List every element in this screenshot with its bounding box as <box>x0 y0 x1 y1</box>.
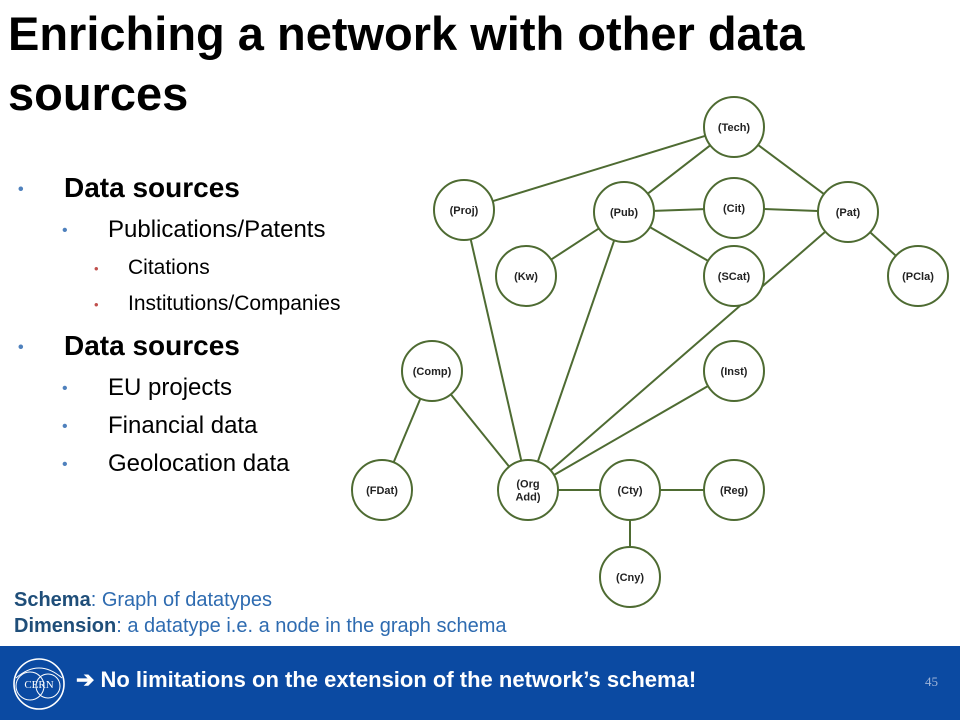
bullet-text: Geolocation data <box>108 450 290 477</box>
schema-note: Schema: Graph of datatypes Dimension: a … <box>14 587 507 639</box>
bullet-text: Data sources <box>64 330 240 361</box>
page-number: 45 <box>925 674 938 689</box>
bullet-item: • EU projects <box>62 374 233 402</box>
graph-node-reg: (Reg) <box>703 459 765 521</box>
bullet-item: • Citations <box>94 256 210 280</box>
footer-message: ➔No limitations on the extension of the … <box>76 667 696 693</box>
graph-edge-pub-cit <box>653 208 705 212</box>
graph-node-label: Add) <box>515 492 540 504</box>
graph-edge-pub-scat <box>649 226 709 262</box>
graph-edge-pub-orgadd <box>536 240 616 462</box>
graph-node-label: (Cit) <box>723 203 745 215</box>
graph-node-fdat: (FDat) <box>351 459 413 521</box>
slide-title: Enriching a network with other data sour… <box>8 7 805 120</box>
footer-bar: CERN ➔No limitations on the extension of… <box>0 646 960 720</box>
graph-node-comp: (Comp) <box>401 340 463 402</box>
graph-node-cit: (Cit) <box>703 177 765 239</box>
graph-edge-tech-proj <box>492 134 706 203</box>
graph-node-kw: (Kw) <box>495 245 557 307</box>
graph-node-label: (Reg) <box>720 485 748 497</box>
graph-node-cny: (Cny) <box>599 546 661 608</box>
bullet-item: • Publications/Patents <box>62 216 326 244</box>
graph-edge-inst-orgadd <box>553 385 709 476</box>
graph-node-scat: (SCat) <box>703 245 765 307</box>
graph-edge-pat-pcla <box>869 231 897 257</box>
graph-node-proj: (Proj) <box>433 179 495 241</box>
graph-node-label: (Tech) <box>718 122 751 134</box>
graph-edge-comp-orgadd <box>450 393 510 468</box>
bullet-dot-icon: • <box>62 418 68 435</box>
graph-node-pat: (Pat) <box>817 181 879 243</box>
graph-edges <box>392 134 897 547</box>
graph-node-cty: (Cty) <box>599 459 661 521</box>
cern-logo-icon: CERN <box>13 658 65 710</box>
graph-node-label: (Cty) <box>617 485 642 497</box>
graph-node-inst: (Inst) <box>703 340 765 402</box>
bullet-item: • Data sources <box>18 330 240 362</box>
bullet-dot-icon: • <box>94 297 99 312</box>
dimension-label: Dimension <box>14 615 117 637</box>
bullet-dot-icon: • <box>18 181 24 198</box>
graph-node-label: (Kw) <box>514 271 538 283</box>
graph-node-pub: (Pub) <box>593 181 655 243</box>
graph-edge-tech-pub <box>647 144 711 195</box>
bullet-item: • Data sources <box>18 172 240 204</box>
bullet-text: Publications/Patents <box>108 216 326 243</box>
bullet-dot-icon: • <box>62 380 68 397</box>
graph-node-label: (Inst) <box>721 366 748 378</box>
dimension-line: Dimension: a datatype i.e. a node in the… <box>14 613 507 639</box>
arrow-icon: ➔ <box>76 667 95 692</box>
graph-node-label: (Cny) <box>616 572 644 584</box>
graph-node-label: (Pub) <box>610 207 638 219</box>
graph-edge-tech-pat <box>757 144 825 195</box>
graph-node-tech: (Tech) <box>703 96 765 158</box>
dimension-text: : a datatype i.e. a node in the graph sc… <box>116 615 507 637</box>
bullet-item: • Institutions/Companies <box>94 292 341 316</box>
bullet-dot-icon: • <box>94 261 99 276</box>
graph-node-label: (Org <box>516 479 539 491</box>
svg-text:CERN: CERN <box>24 679 53 691</box>
graph-node-label: (Comp) <box>413 366 452 378</box>
bullet-item: • Financial data <box>62 412 258 440</box>
bullet-dot-icon: • <box>18 339 24 356</box>
bullet-text: Institutions/Companies <box>128 292 341 315</box>
bullet-dot-icon: • <box>62 222 68 239</box>
graph-edge-pat-orgadd <box>549 230 827 472</box>
graph-edge-pub-kw <box>550 227 600 261</box>
footer-message-text: No limitations on the extension of the n… <box>100 667 697 692</box>
schema-text: : Graph of datatypes <box>90 589 272 611</box>
graph-node-label: (Proj) <box>450 205 479 217</box>
graph-edge-cit-pat <box>763 208 819 212</box>
schema-label: Schema <box>14 589 91 611</box>
schema-line: Schema: Graph of datatypes <box>14 587 507 613</box>
bullet-text: EU projects <box>108 374 233 401</box>
bullet-text: Financial data <box>108 412 258 439</box>
graph-node-label: (Pat) <box>836 207 861 219</box>
bullet-item: • Geolocation data <box>62 450 290 478</box>
graph-edge-proj-orgadd <box>469 239 523 461</box>
schema-graph: (Tech) (Proj) (Pub) (Cit) (Pat) (Kw) (SCat) (PC… <box>351 96 949 608</box>
bullet-text: Citations <box>128 256 210 279</box>
graph-node-label: (PCla) <box>902 271 934 283</box>
bullet-text: Data sources <box>64 172 240 203</box>
graph-node-label: (SCat) <box>718 271 751 283</box>
graph-node-pcla: (PCla) <box>887 245 949 307</box>
graph-node-label: (FDat) <box>366 485 398 497</box>
graph-edge-comp-fdat <box>392 398 422 463</box>
bullet-dot-icon: • <box>62 456 68 473</box>
